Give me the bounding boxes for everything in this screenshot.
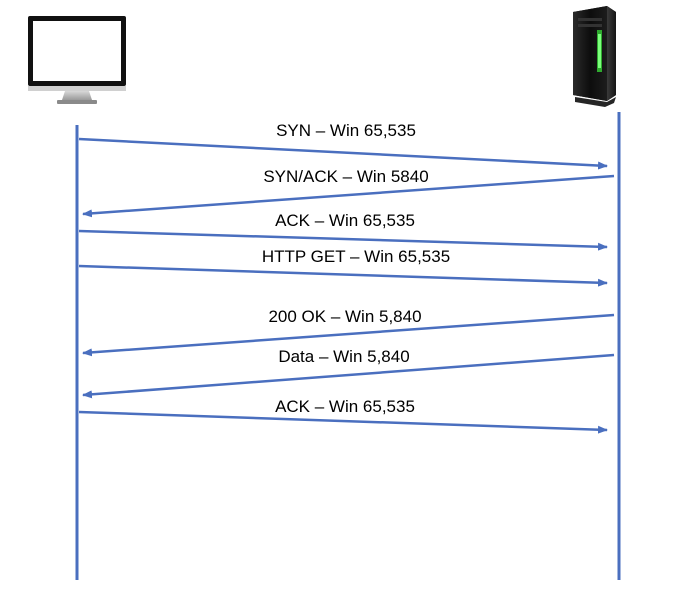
message-label: HTTP GET – Win 65,535 [262, 247, 450, 266]
message-label: 200 OK – Win 5,840 [268, 307, 421, 326]
message-label: Data – Win 5,840 [278, 347, 409, 366]
message-ack-2: ACK – Win 65,535 [78, 397, 608, 434]
message-arrow [82, 353, 615, 399]
message-label: ACK – Win 65,535 [275, 397, 415, 416]
message-http-get: HTTP GET – Win 65,535 [78, 247, 608, 287]
message-arrow [78, 264, 608, 287]
desktop-monitor-icon [28, 16, 126, 104]
message-arrow [78, 410, 608, 434]
server-tower-icon [573, 6, 616, 107]
message-label: ACK – Win 65,535 [275, 211, 415, 230]
message-arrow [78, 229, 608, 251]
message-arrow [82, 313, 615, 357]
message-label: SYN/ACK – Win 5840 [263, 167, 428, 186]
message-syn-ack: SYN/ACK – Win 5840 [82, 167, 615, 218]
message-label: SYN – Win 65,535 [276, 121, 416, 140]
message-200-ok: 200 OK – Win 5,840 [82, 307, 615, 357]
message-data: Data – Win 5,840 [82, 347, 615, 399]
message-arrow [78, 137, 608, 170]
message-syn: SYN – Win 65,535 [78, 121, 608, 170]
message-arrow [82, 174, 615, 218]
message-ack-1: ACK – Win 65,535 [78, 211, 608, 251]
